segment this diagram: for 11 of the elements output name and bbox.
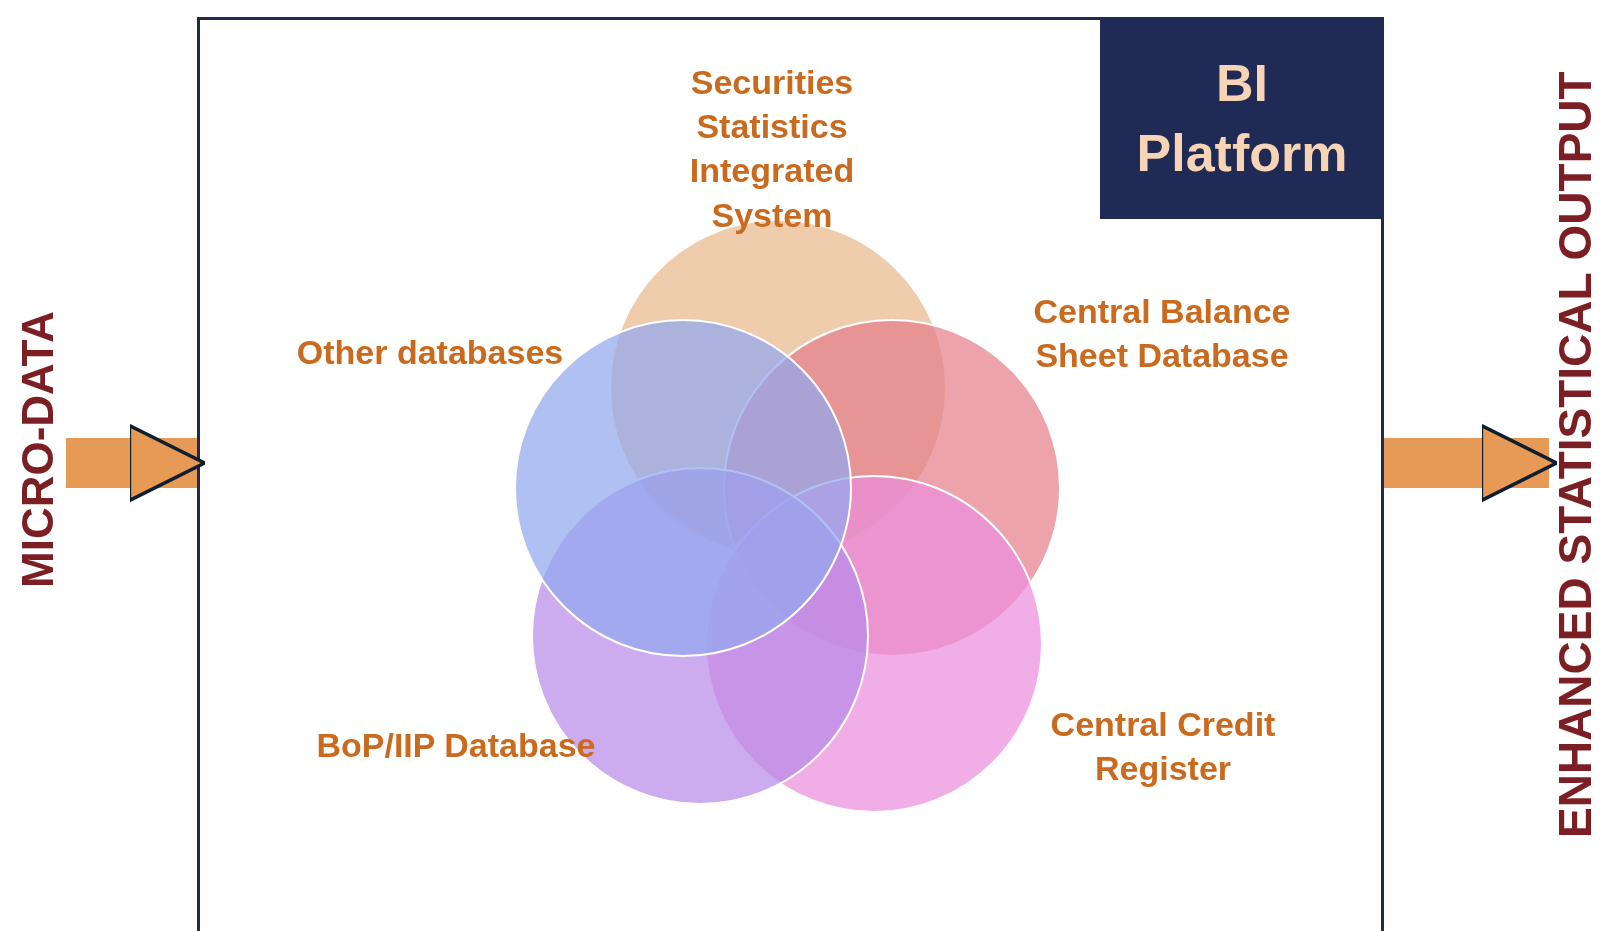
circle-label: Central Balance Sheet Database	[1032, 290, 1292, 376]
title-banner: BI Platform	[1100, 17, 1384, 219]
circle-label: BoP/IIP Database	[315, 724, 597, 766]
block-arrow	[1384, 423, 1559, 503]
circle-label: Securities Statistics Integrated System	[688, 61, 856, 236]
circle-label: Central Credit Register	[1049, 703, 1277, 789]
side-label: MICRO-DATA	[10, 220, 66, 680]
platform-frame	[197, 17, 1384, 931]
block-arrow	[66, 423, 207, 503]
side-label: ENHANCED STATISTICAL OUTPUT	[1549, 5, 1601, 905]
circle-label: Other databases	[295, 331, 565, 373]
